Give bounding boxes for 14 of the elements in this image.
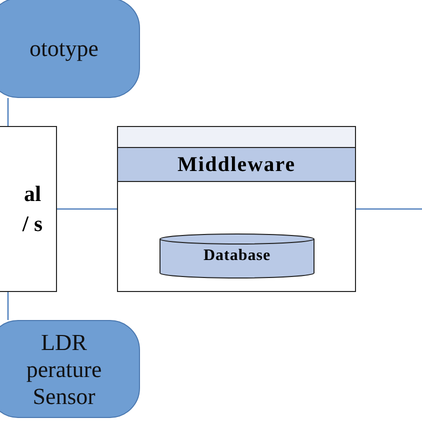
node-label: ototype: [28, 34, 100, 62]
rounded-box: [0, 0, 140, 98]
middleware-panel: [117, 126, 356, 292]
node-label: Database: [203, 247, 271, 265]
connector-line: [7, 292, 9, 320]
database-cylinder: [159, 233, 315, 279]
connector-line: [356, 208, 422, 210]
panel-heading: Middleware: [177, 152, 296, 177]
connector-line: [57, 208, 117, 210]
node-label: LDR perature Sensor: [25, 328, 103, 410]
connector-line: [7, 98, 9, 126]
node-label: al / s: [21, 180, 44, 238]
rounded-box: [0, 320, 140, 418]
process-box: [0, 126, 57, 292]
